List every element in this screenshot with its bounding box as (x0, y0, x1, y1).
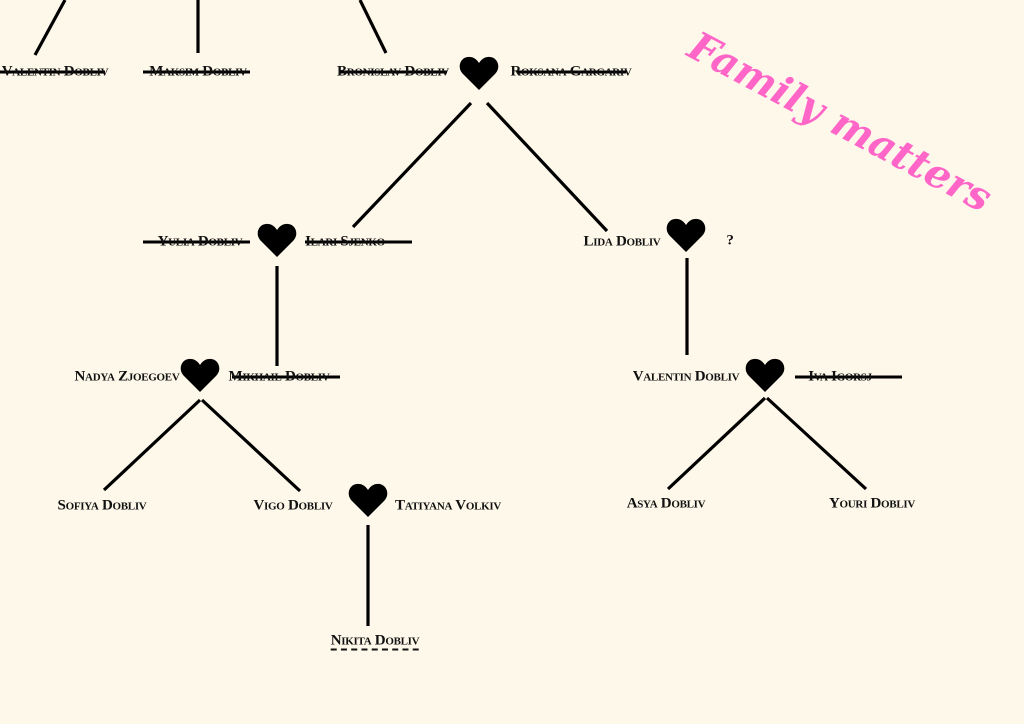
person-mikhail-dobliv: Mikhail Dobliv (228, 368, 330, 385)
strike-line (795, 375, 902, 379)
link-line (765, 396, 868, 491)
heart-icon (459, 56, 499, 90)
heart-icon (666, 218, 706, 252)
person-iva-igorsj: Iva Igorsj (808, 368, 872, 385)
person-youri-dobliv: Youri Dobliv (829, 495, 915, 512)
person-unknown-partner: ? (726, 232, 734, 249)
person-sofiya-dobliv: Sofiya Dobliv (57, 497, 147, 514)
person-roksana-gargariv: Roksana Gargariv (510, 63, 632, 80)
heart-icon (180, 358, 220, 392)
heart-icon (745, 358, 785, 392)
person-tatiyana-volkiv: Tatiyana Volkiv (394, 497, 502, 514)
person-nikita-dobliv: Nikita Dobliv (330, 632, 420, 649)
person-valentin-dobliv-elder: Valentin Dobliv (1, 63, 109, 80)
person-nadya-zjoegoev: Nadya Zjoegoev (74, 368, 180, 385)
link-line (102, 398, 202, 492)
strike-line (517, 70, 626, 74)
strike-line (305, 240, 412, 244)
person-lida-dobliv: Lida Dobliv (583, 233, 661, 250)
strike-line (143, 70, 250, 74)
heart-icon (348, 483, 388, 517)
link-line (200, 398, 302, 493)
person-ilari-sjenko: Ilari Sjenko (305, 233, 385, 250)
person-maksim-dobliv: Maksim Dobliv (149, 63, 247, 80)
link-line (351, 101, 473, 229)
heart-icon (257, 223, 297, 257)
strike-line (232, 375, 340, 379)
link-line (358, 0, 388, 54)
person-vigo-dobliv: Vigo Dobliv (253, 497, 333, 514)
person-valentin-dobliv: Valentin Dobliv (632, 368, 740, 385)
person-bronislav-dobliv: Bronislav Dobliv (337, 63, 449, 80)
person-asya-dobliv: Asya Dobliv (626, 495, 706, 512)
link-line (33, 0, 67, 56)
link-line (485, 101, 609, 233)
person-yulia-dobliv: Yulia Dobliv (157, 233, 243, 250)
link-line (666, 396, 767, 491)
strike-line (143, 240, 250, 244)
strike-line (340, 70, 447, 74)
strike-line (0, 70, 105, 74)
